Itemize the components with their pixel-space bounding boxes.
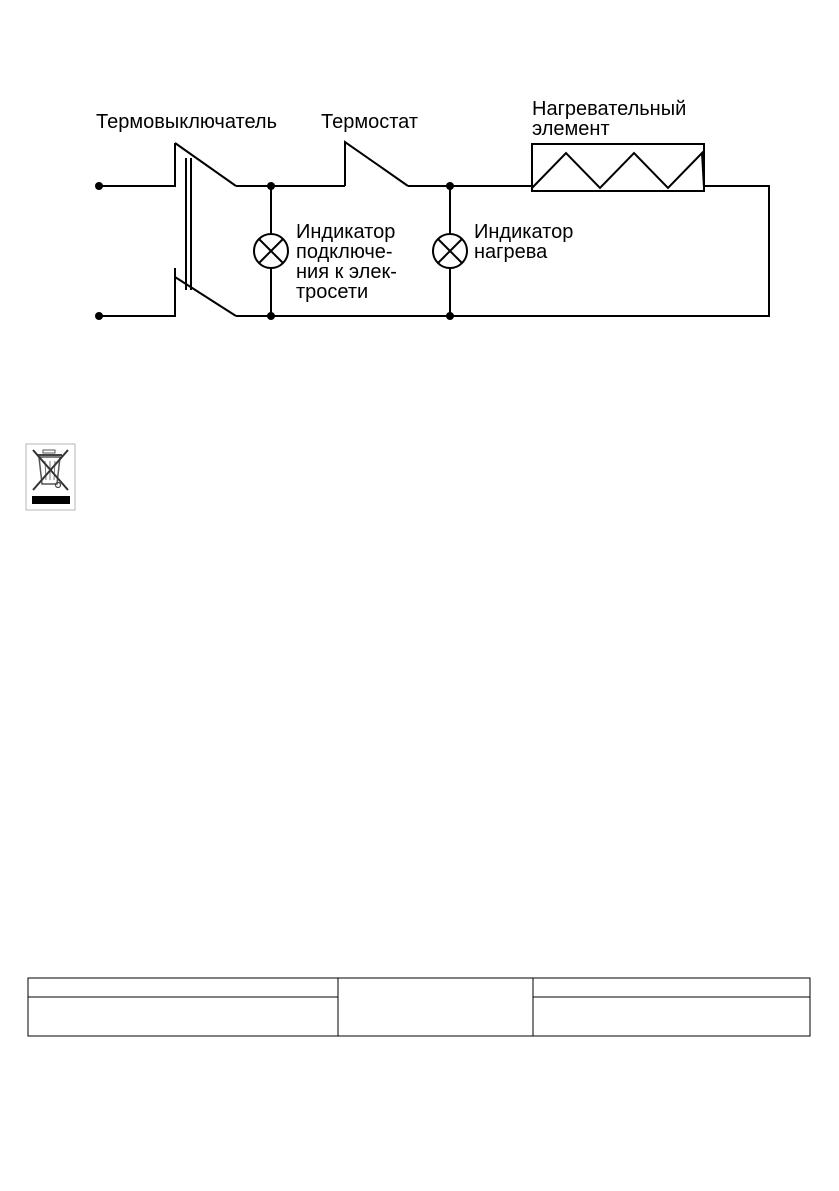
junction-dot <box>267 182 275 190</box>
heat-indicator-label-line1: Индикатор <box>474 221 573 243</box>
crossed-out-wheeled-bin-icon <box>25 443 76 511</box>
thermal-cutout-switch <box>99 142 237 317</box>
empty-table <box>27 977 811 1037</box>
heating-element <box>531 143 705 192</box>
heating-element-label-line2: элемент <box>532 118 610 140</box>
thermal-cutout-label: Термовыключатель <box>96 111 277 133</box>
junction-dot <box>267 312 275 320</box>
return-wire <box>236 185 770 317</box>
power-indicator-label-line4: тросети <box>296 281 368 303</box>
junction-dot <box>446 182 454 190</box>
heat-indicator-label-line2: нагрева <box>474 241 548 263</box>
power-indicator-label-line1: Индикатор <box>296 221 395 243</box>
power-indicator-label-line3: ния к элек- <box>296 261 397 283</box>
power-indicator-label-line2: подключе- <box>296 241 393 263</box>
junction-dot <box>446 312 454 320</box>
thermostat-switch <box>344 140 409 187</box>
power-indicator-lamp <box>253 186 289 316</box>
thermostat-label: Термостат <box>321 111 418 133</box>
circuit-diagram: Термовыключатель Термостат Нагревательны… <box>95 98 770 320</box>
heat-indicator-lamp <box>432 186 468 316</box>
heating-element-label-line1: Нагревательный <box>532 98 686 120</box>
